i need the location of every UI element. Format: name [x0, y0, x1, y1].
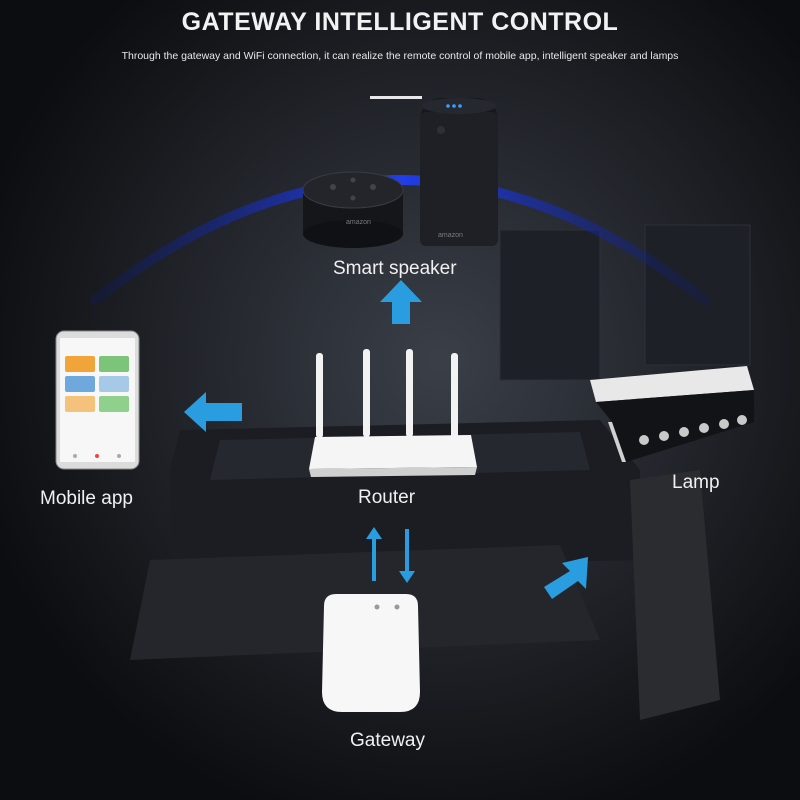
arrow-up-to-speaker: [380, 280, 422, 324]
speaker-brand-2: amazon: [438, 232, 463, 239]
arrow-diagonal-to-lamp: [544, 557, 588, 599]
router-icon: [309, 349, 477, 477]
lamp-label: Lamp: [672, 472, 720, 493]
signal-arc: [90, 175, 710, 305]
speaker-label: Smart speaker: [333, 258, 457, 279]
arrow-bidirectional-router-gateway: [366, 527, 415, 583]
page-subtitle: Through the gateway and WiFi connection,…: [121, 50, 679, 62]
gateway-hub-icon: [322, 594, 420, 712]
smart-speaker-icon: amazon amazon: [302, 96, 498, 248]
track-lamp-icon: [590, 366, 754, 462]
gateway-label: Gateway: [350, 730, 425, 751]
page-title: GATEWAY INTELLIGENT CONTROL: [181, 8, 619, 36]
smartphone-icon: [55, 330, 140, 470]
speaker-brand-1: amazon: [346, 219, 371, 226]
arrow-left-to-mobile: [184, 392, 242, 432]
mobile-label: Mobile app: [40, 488, 133, 509]
router-label: Router: [358, 487, 416, 508]
